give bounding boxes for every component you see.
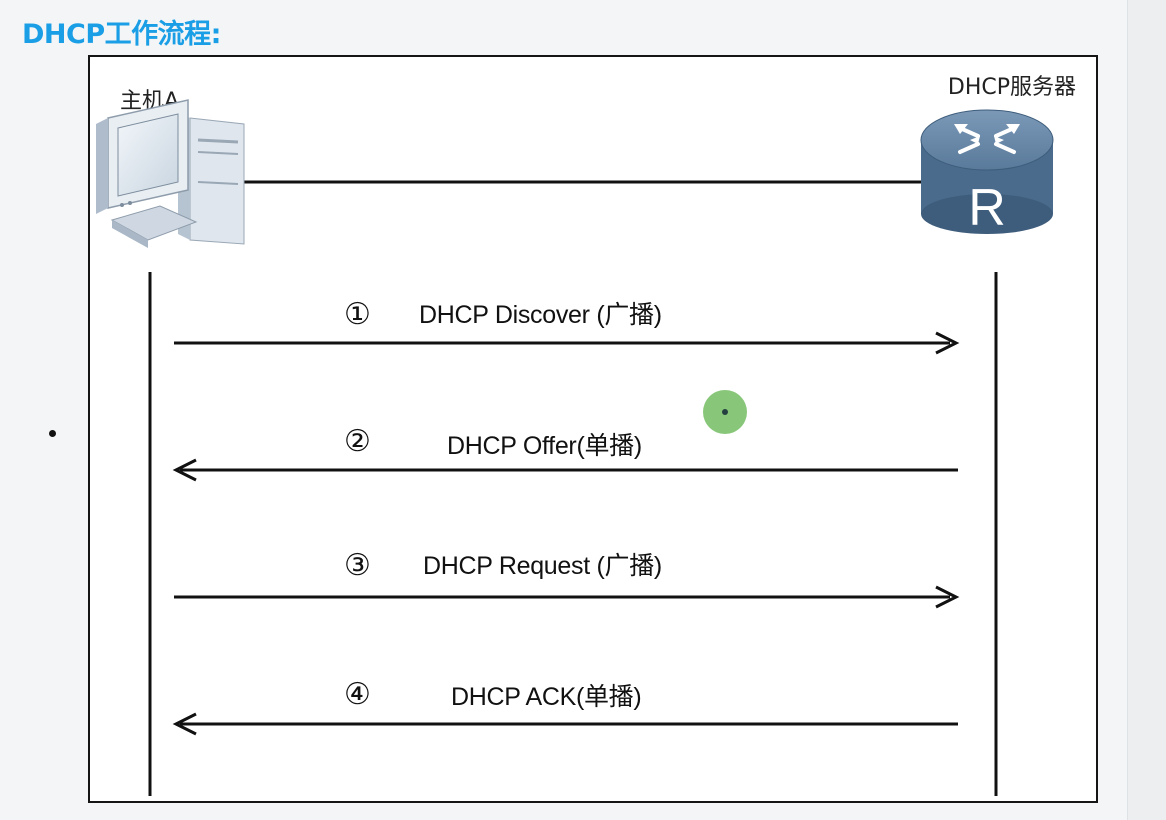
page-title: DHCP工作流程: bbox=[22, 19, 221, 50]
mouse-cursor-highlight bbox=[703, 390, 747, 434]
message-1-arrow bbox=[174, 331, 960, 355]
scrollbar-track[interactable] bbox=[1127, 0, 1166, 820]
desktop-computer-icon bbox=[96, 99, 245, 248]
message-2-arrow bbox=[172, 458, 958, 482]
message-3-label: DHCP Request (广播) bbox=[423, 552, 662, 580]
message-4-number: ④ bbox=[344, 677, 371, 712]
router-glyph: R bbox=[968, 179, 1006, 237]
router-icon: R bbox=[920, 109, 1054, 237]
message-3-arrow bbox=[174, 585, 960, 609]
server-label: DHCP服务器 bbox=[947, 75, 1076, 100]
message-1-label: DHCP Discover (广播) bbox=[419, 301, 662, 329]
message-4-arrow bbox=[172, 712, 958, 736]
message-3-number: ③ bbox=[344, 548, 371, 583]
message-2-number: ② bbox=[344, 424, 371, 459]
message-1-number: ① bbox=[344, 297, 371, 332]
message-2-label: DHCP Offer(单播) bbox=[447, 432, 642, 460]
message-4-label: DHCP ACK(单播) bbox=[451, 683, 642, 711]
bullet-dot bbox=[49, 430, 56, 437]
